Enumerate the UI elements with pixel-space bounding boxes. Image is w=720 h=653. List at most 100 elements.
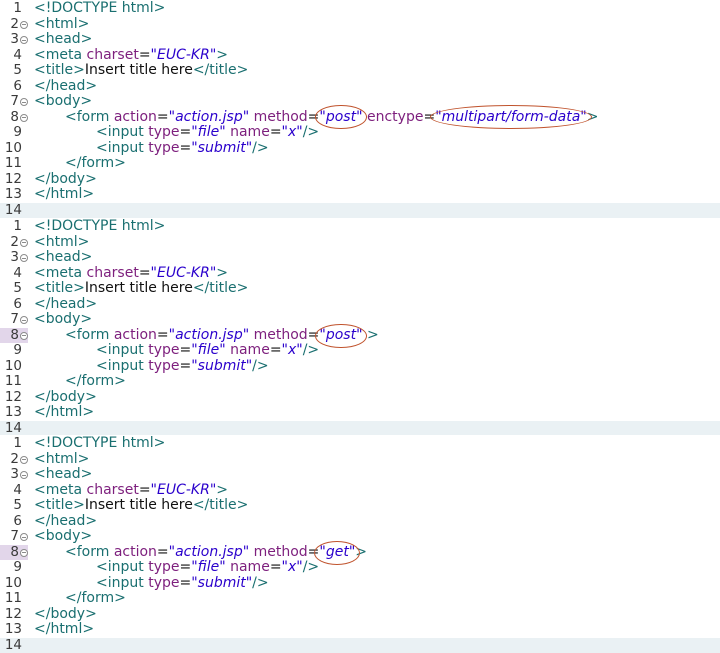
code-line[interactable]: 4 <meta charset="EUC-KR"> [0, 483, 720, 499]
code-text[interactable]: <!DOCTYPE html> [34, 436, 165, 452]
line-gutter[interactable]: 5 [0, 498, 28, 514]
code-text[interactable]: <input type="file" name="x"/> [96, 560, 319, 576]
code-line[interactable]: 14 [0, 638, 720, 653]
code-line[interactable]: 3 <head> [0, 32, 720, 48]
code-line[interactable]: 1<!DOCTYPE html> [0, 219, 720, 235]
code-line[interactable]: 13</html> [0, 187, 720, 203]
line-gutter[interactable]: 12 [0, 172, 28, 188]
code-text[interactable]: </head> [34, 79, 97, 95]
line-gutter[interactable]: 7 [0, 312, 28, 328]
line-gutter[interactable]: 4 [0, 48, 28, 64]
code-text[interactable]: <meta charset="EUC-KR"> [34, 48, 228, 64]
code-text[interactable]: <title>Insert title here</title> [34, 63, 248, 79]
line-gutter[interactable]: 10 [0, 141, 28, 157]
line-gutter[interactable]: 11 [0, 591, 28, 607]
line-gutter[interactable]: 9 [0, 343, 28, 359]
code-line[interactable]: 12</body> [0, 390, 720, 406]
code-text[interactable]: <input type="submit"/> [96, 359, 269, 375]
code-line[interactable]: 5 <title>Insert title here</title> [0, 498, 720, 514]
line-gutter[interactable]: 11 [0, 156, 28, 172]
code-text[interactable]: <title>Insert title here</title> [34, 281, 248, 297]
line-gutter[interactable]: 8 [0, 328, 28, 344]
code-text[interactable]: <form action="action.jsp" method="post" … [65, 328, 379, 344]
fold-collapse-icon[interactable] [20, 114, 28, 122]
line-gutter[interactable]: 2 [0, 452, 28, 468]
code-line[interactable]: 12 </body> [0, 172, 720, 188]
fold-collapse-icon[interactable] [20, 239, 28, 247]
code-text[interactable]: </form> [65, 156, 126, 172]
line-gutter[interactable]: 1 [0, 1, 28, 17]
code-line[interactable]: 7 <body> [0, 312, 720, 328]
line-gutter[interactable]: 10 [0, 576, 28, 592]
line-gutter[interactable]: 4 [0, 483, 28, 499]
line-gutter[interactable]: 4 [0, 266, 28, 282]
code-line[interactable]: 7<body> [0, 94, 720, 110]
code-text[interactable]: <input type="file" name="x"/> [96, 125, 319, 141]
code-line[interactable]: 1 <!DOCTYPE html> [0, 1, 720, 17]
line-gutter[interactable]: 2 [0, 235, 28, 251]
code-line[interactable]: 6 </head> [0, 514, 720, 530]
code-text[interactable]: <meta charset="EUC-KR"> [34, 483, 228, 499]
fold-collapse-icon[interactable] [20, 36, 28, 44]
code-line[interactable]: 8 <form action="action.jsp" method="get"> [0, 545, 720, 561]
code-text[interactable]: </html> [34, 187, 94, 203]
code-text[interactable]: </head> [34, 297, 97, 313]
fold-collapse-icon[interactable] [20, 316, 28, 324]
code-text[interactable]: <html> [34, 17, 89, 33]
line-gutter[interactable]: 6 [0, 514, 28, 530]
code-line[interactable]: 5 <title>Insert title here</title> [0, 281, 720, 297]
code-line[interactable]: 10 <input type="submit"/> [0, 359, 720, 375]
code-line[interactable]: 8 <form action="action.jsp" method="post"… [0, 110, 720, 126]
code-line[interactable]: 13</html> [0, 622, 720, 638]
code-line[interactable]: 4 <meta charset="EUC-KR"> [0, 48, 720, 64]
line-gutter[interactable]: 8 [0, 110, 28, 126]
code-line[interactable]: 9 <input type="file" name="x"/> [0, 343, 720, 359]
line-gutter[interactable]: 8 [0, 545, 28, 561]
line-gutter[interactable]: 3 [0, 32, 28, 48]
line-gutter[interactable]: 7 [0, 529, 28, 545]
code-text[interactable]: <html> [34, 452, 89, 468]
line-gutter[interactable]: 3 [0, 467, 28, 483]
code-text[interactable]: </form> [65, 591, 126, 607]
line-gutter[interactable]: 11 [0, 374, 28, 390]
code-text[interactable]: <head> [34, 32, 92, 48]
code-text[interactable]: </head> [34, 514, 97, 530]
code-line[interactable]: 11 </form> [0, 374, 720, 390]
line-gutter[interactable]: 10 [0, 359, 28, 375]
code-line[interactable]: 13</html> [0, 405, 720, 421]
line-gutter[interactable]: 12 [0, 390, 28, 406]
line-gutter[interactable]: 14 [0, 203, 28, 219]
code-line[interactable]: 8 <form action="action.jsp" method="post"… [0, 328, 720, 344]
code-line[interactable]: 7 <body> [0, 529, 720, 545]
fold-collapse-icon[interactable] [20, 456, 28, 464]
code-text[interactable]: </form> [65, 374, 126, 390]
code-text[interactable]: <body> [34, 529, 92, 545]
line-gutter[interactable]: 12 [0, 607, 28, 623]
code-text[interactable]: <input type="file" name="x"/> [96, 343, 319, 359]
line-gutter[interactable]: 3 [0, 250, 28, 266]
fold-collapse-icon[interactable] [20, 332, 28, 340]
code-line[interactable]: 4 <meta charset="EUC-KR"> [0, 266, 720, 282]
code-panel-post[interactable]: 1<!DOCTYPE html>2<html>3<head>4<meta cha… [0, 217, 720, 434]
code-text[interactable]: <!DOCTYPE html> [34, 1, 165, 17]
code-line[interactable]: 2<html> [0, 17, 720, 33]
code-text[interactable]: </body> [34, 607, 97, 623]
code-text[interactable]: <form action="action.jsp" method="post" … [65, 110, 598, 126]
line-gutter[interactable]: 5 [0, 281, 28, 297]
code-text[interactable]: <!DOCTYPE html> [34, 219, 165, 235]
code-line[interactable]: 11 </form> [0, 591, 720, 607]
code-text[interactable]: </body> [34, 172, 97, 188]
line-gutter[interactable]: 1 [0, 436, 28, 452]
code-line[interactable]: 3<head> [0, 467, 720, 483]
line-gutter[interactable]: 6 [0, 297, 28, 313]
code-text[interactable]: <body> [34, 312, 92, 328]
code-line[interactable]: 1 <!DOCTYPE html> [0, 436, 720, 452]
fold-collapse-icon[interactable] [20, 533, 28, 541]
code-text[interactable]: <meta charset="EUC-KR"> [34, 266, 228, 282]
code-text[interactable]: <html> [34, 235, 89, 251]
line-gutter[interactable]: 13 [0, 405, 28, 421]
line-gutter[interactable]: 7 [0, 94, 28, 110]
line-gutter[interactable]: 9 [0, 560, 28, 576]
code-text[interactable]: <form action="action.jsp" method="get"> [65, 545, 367, 561]
code-text[interactable]: <title>Insert title here</title> [34, 498, 248, 514]
